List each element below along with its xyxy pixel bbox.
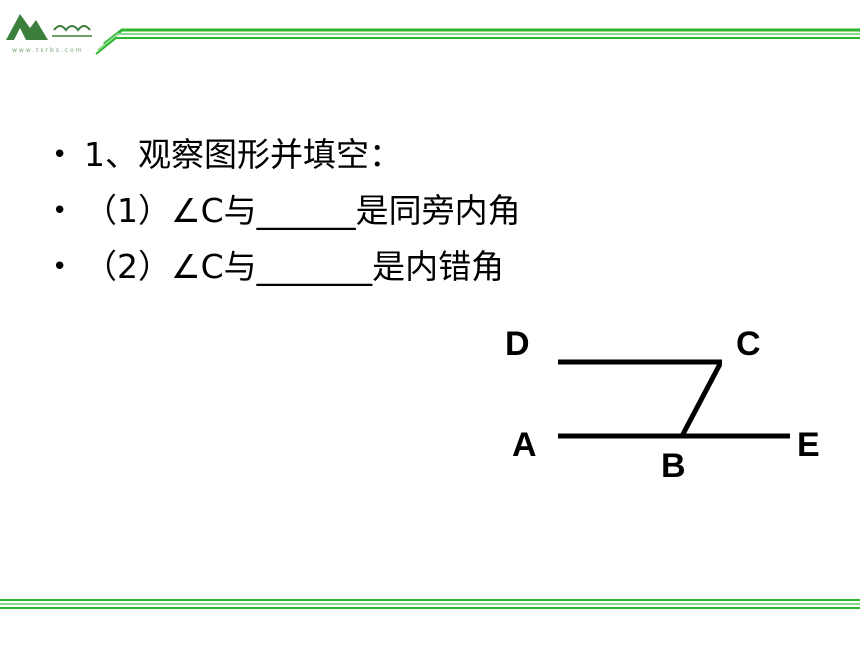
- geometry-diagram: D C A E B: [505, 325, 820, 485]
- label-b: B: [661, 447, 686, 485]
- bullet-marker: •: [52, 140, 68, 170]
- bullet-marker: •: [52, 252, 68, 282]
- publisher-logo: www.tsrbs.com: [4, 6, 96, 54]
- slide-header: www.tsrbs.com: [0, 0, 860, 62]
- label-d: D: [505, 325, 530, 363]
- bullet-text: 1、观察图形并填空：: [84, 135, 402, 174]
- bullet-marker: •: [52, 196, 68, 226]
- label-c: C: [736, 325, 761, 363]
- label-e: E: [797, 426, 820, 464]
- label-a: A: [512, 426, 537, 464]
- header-rule: [95, 28, 860, 55]
- mountain-logo-icon: [6, 14, 92, 40]
- logo-url-text: www.tsrbs.com: [12, 47, 84, 54]
- bullet-text: （1）∠C与______是同旁内角: [84, 191, 521, 230]
- bullet-text: （2）∠C与_______是内错角: [84, 247, 505, 286]
- line-cb: [679, 362, 723, 438]
- footer-rule: [0, 599, 860, 609]
